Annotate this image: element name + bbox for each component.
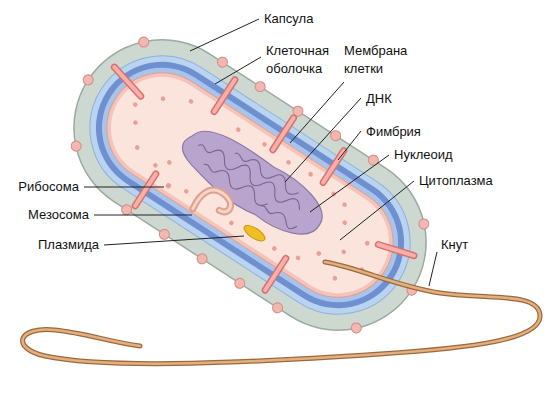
part-label: Кнут bbox=[440, 236, 469, 254]
part-label: Мезосома bbox=[27, 206, 90, 224]
leader-line bbox=[340, 181, 414, 240]
leader-line bbox=[429, 252, 437, 286]
dna-strands bbox=[187, 128, 316, 231]
cell-wall-outer bbox=[62, 28, 437, 342]
leader-line bbox=[104, 236, 244, 245]
part-label: Клеточная оболочка bbox=[265, 42, 349, 78]
leader-line bbox=[94, 215, 192, 216]
plasmid bbox=[242, 222, 268, 243]
cell-wall-inner bbox=[79, 45, 421, 325]
part-label: Нуклеоид bbox=[393, 146, 454, 164]
flagellum bbox=[23, 262, 540, 364]
mesosome bbox=[192, 184, 234, 226]
fimbriae bbox=[57, 21, 441, 348]
nucleoid bbox=[171, 118, 333, 249]
part-label: Фимбрия bbox=[365, 123, 422, 141]
part-label: Цитоплазма bbox=[418, 172, 494, 190]
cell-wall-band bbox=[71, 37, 430, 334]
part-label: Плазмида bbox=[37, 236, 100, 254]
part-label: Капсула bbox=[263, 10, 314, 28]
capsule-bumps bbox=[33, 0, 466, 371]
cytoplasm bbox=[91, 57, 408, 312]
cell-body bbox=[33, 0, 466, 371]
leader-line bbox=[310, 155, 389, 212]
cell-membrane bbox=[86, 52, 414, 319]
capsule-layer bbox=[40, 6, 460, 364]
part-label: ДНК bbox=[365, 90, 393, 108]
leader-line bbox=[190, 19, 259, 51]
leader-line bbox=[285, 98, 361, 182]
leader-line bbox=[338, 131, 361, 160]
leader-line bbox=[290, 82, 344, 143]
leader-line bbox=[84, 187, 164, 188]
part-label: Рибосома bbox=[17, 178, 80, 196]
part-label: Мембрана клетки bbox=[343, 42, 427, 78]
leader-line bbox=[215, 57, 261, 84]
